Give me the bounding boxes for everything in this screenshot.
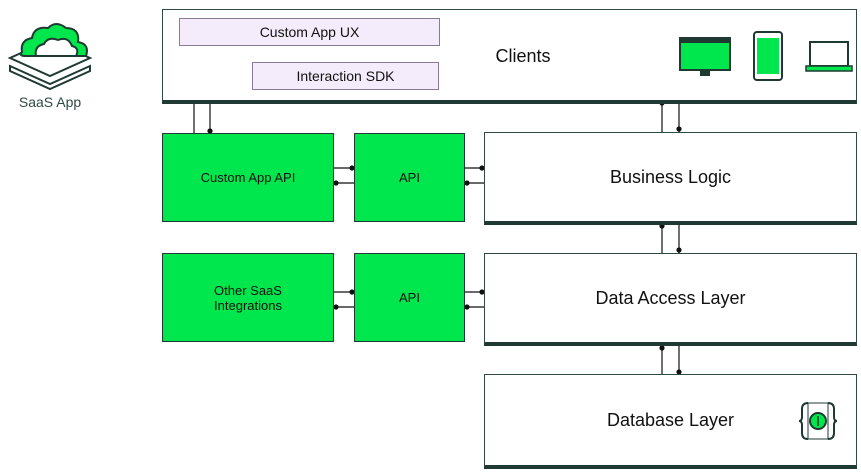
database-icon bbox=[798, 402, 838, 440]
custom-app-ux-box: Custom App UX bbox=[179, 18, 440, 46]
other-saas-integrations-box: Other SaaS Integrations bbox=[162, 253, 334, 342]
device-icons bbox=[678, 30, 858, 90]
business-logic-label: Business Logic bbox=[609, 166, 732, 187]
desktop-monitor-icon bbox=[679, 37, 731, 76]
saas-app-logo: SaaS App bbox=[6, 14, 94, 114]
database-layer-box: Database Layer bbox=[484, 374, 857, 469]
custom-app-api-box: Custom App API bbox=[162, 133, 334, 222]
mobile-phone-icon bbox=[753, 31, 783, 81]
cloud-stack-icon bbox=[7, 23, 93, 91]
interaction-sdk-box: Interaction SDK bbox=[252, 62, 439, 90]
saas-app-label: SaaS App bbox=[18, 94, 82, 110]
api-box-top: API bbox=[354, 133, 465, 222]
business-logic-box: Business Logic bbox=[484, 132, 857, 225]
data-access-layer-box: Data Access Layer bbox=[484, 253, 857, 346]
database-layer-label: Database Layer bbox=[606, 409, 735, 430]
api-box-bottom: API bbox=[354, 253, 465, 342]
data-access-layer-label: Data Access Layer bbox=[595, 287, 746, 308]
clients-label: Clients bbox=[495, 46, 551, 66]
laptop-icon bbox=[805, 41, 853, 72]
